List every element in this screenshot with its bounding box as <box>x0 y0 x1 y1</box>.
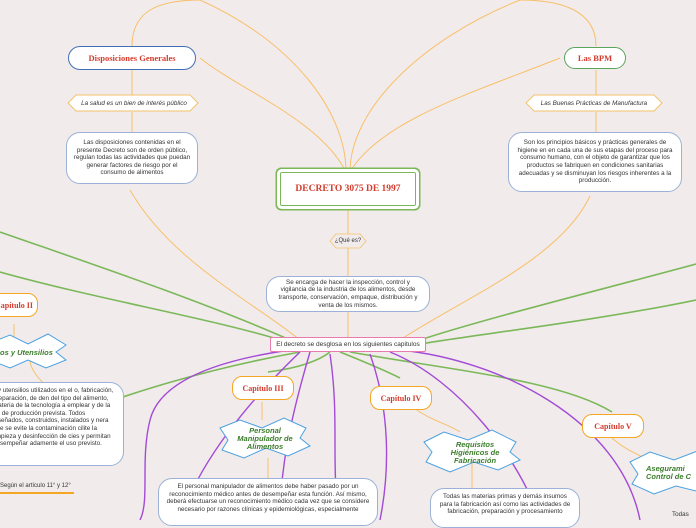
capitulo-iv-note[interactable]: Todas las materias primas y demás insumo… <box>430 488 580 528</box>
capitulo-ii-label: Capítulo II <box>0 300 33 310</box>
decreto-central-node[interactable]: DECRETO 3075 DE 1997 <box>280 172 416 206</box>
disposiciones-generales-node[interactable]: Disposiciones Generales <box>68 46 196 70</box>
chapters-hub-text: El decreto se desglosa en los siguientes… <box>276 341 420 348</box>
capitulo-ii-note[interactable]: s y utensilios utilizados en el o, fabri… <box>0 382 124 466</box>
disposiciones-note[interactable]: Las disposiciones contenidas en el prese… <box>66 132 198 184</box>
que-es-node[interactable]: ¿Qué es? <box>330 234 366 248</box>
capitulo-ii-node[interactable]: Capítulo II <box>0 293 38 317</box>
capitulo-iii-node[interactable]: Capítulo III <box>232 376 294 400</box>
bpm-note[interactable]: Son los principios básicos y prácticas g… <box>508 132 682 192</box>
capitulo-v-topic-text: Asegurami Control de C <box>646 464 691 481</box>
bpm-subtitle[interactable]: Las Buenas Prácticas de Manufactura <box>534 96 654 110</box>
capitulo-iii-topic-text: Personal Manipulador de Alimentos <box>237 426 293 451</box>
capitulo-iii-label: Capítulo III <box>242 383 284 393</box>
capitulo-iii-note-text: El personal manipulador de alimentos deb… <box>166 483 370 513</box>
decreto-title: DECRETO 3075 DE 1997 <box>295 184 401 194</box>
capitulo-ii-topic-text: os y Utensilios <box>0 347 53 357</box>
capitulo-ii-note-text: s y utensilios utilizados en el o, fabri… <box>0 387 114 448</box>
salud-subtitle-text: La salud es un bien de interés público <box>81 99 187 107</box>
capitulo-iv-label: Capítulo IV <box>380 393 422 403</box>
chapters-hub[interactable]: El decreto se desglosa en los siguientes… <box>270 337 426 352</box>
capitulo-ii-footer[interactable]: Según el artículo 11° y 12° <box>0 480 74 492</box>
capitulo-v-label: Capítulo V <box>594 421 632 431</box>
capitulo-iii-note[interactable]: El personal manipulador de alimentos deb… <box>158 478 378 526</box>
capitulo-iv-note-text: Todas las materias primas y demás insumo… <box>439 493 571 516</box>
disposiciones-note-text: Las disposiciones contenidas en el prese… <box>73 139 191 177</box>
bpm-label: Las BPM <box>577 53 613 63</box>
capitulo-iv-topic-text: Requisitos Higiénicos de Fabricación <box>450 440 500 465</box>
capitulo-v-topic[interactable]: Asegurami Control de C <box>646 462 696 484</box>
capitulo-iv-topic[interactable]: Requisitos Higiénicos de Fabricación <box>436 440 514 465</box>
bpm-node[interactable]: Las BPM <box>564 47 626 69</box>
definition-text: Se encarga de hacer la inspección, contr… <box>278 278 418 309</box>
capitulo-iii-topic[interactable]: Personal Manipulador de Alimentos <box>232 426 298 451</box>
capitulo-ii-footer-text: Según el artículo 11° y 12° <box>0 483 71 489</box>
bpm-subtitle-text: Las Buenas Prácticas de Manufactura <box>540 99 648 107</box>
bpm-note-text: Son los principios básicos y prácticas g… <box>517 139 673 185</box>
capitulo-v-note[interactable]: Todas <box>672 508 696 520</box>
capitulo-ii-footer-underline <box>0 492 74 494</box>
capitulo-v-node[interactable]: Capítulo V <box>582 414 644 438</box>
capitulo-iv-node[interactable]: Capítulo IV <box>370 386 432 410</box>
salud-subtitle[interactable]: La salud es un bien de interés público <box>76 96 192 110</box>
capitulo-ii-topic[interactable]: os y Utensilios <box>0 344 60 360</box>
definition-note[interactable]: Se encarga de hacer la inspección, contr… <box>266 276 430 312</box>
capitulo-v-note-text: Todas <box>672 510 689 518</box>
disposiciones-generales-label: Disposiciones Generales <box>88 53 176 63</box>
que-es-text: ¿Qué es? <box>334 238 362 244</box>
